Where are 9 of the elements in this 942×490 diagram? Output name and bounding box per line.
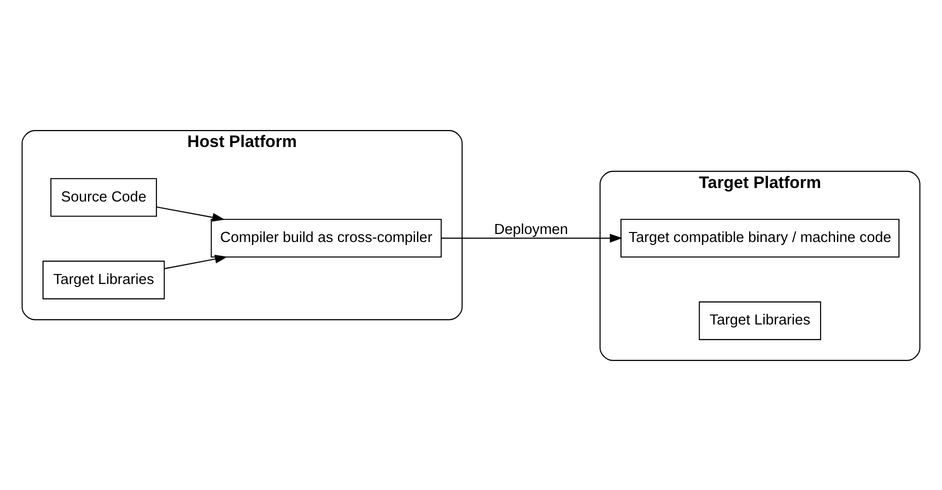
arrow (164, 254, 228, 269)
node-box: Target Libraries (698, 300, 822, 340)
node-box: Target Libraries (42, 260, 165, 299)
node-box: Target compatible binary / machine code (620, 218, 900, 258)
node-box: Compiler build as cross-compiler (210, 218, 442, 258)
node-box: Source Code (50, 178, 157, 216)
edge-label: Deploymen (494, 222, 568, 238)
arrow (441, 233, 622, 242)
arrow (156, 206, 225, 222)
